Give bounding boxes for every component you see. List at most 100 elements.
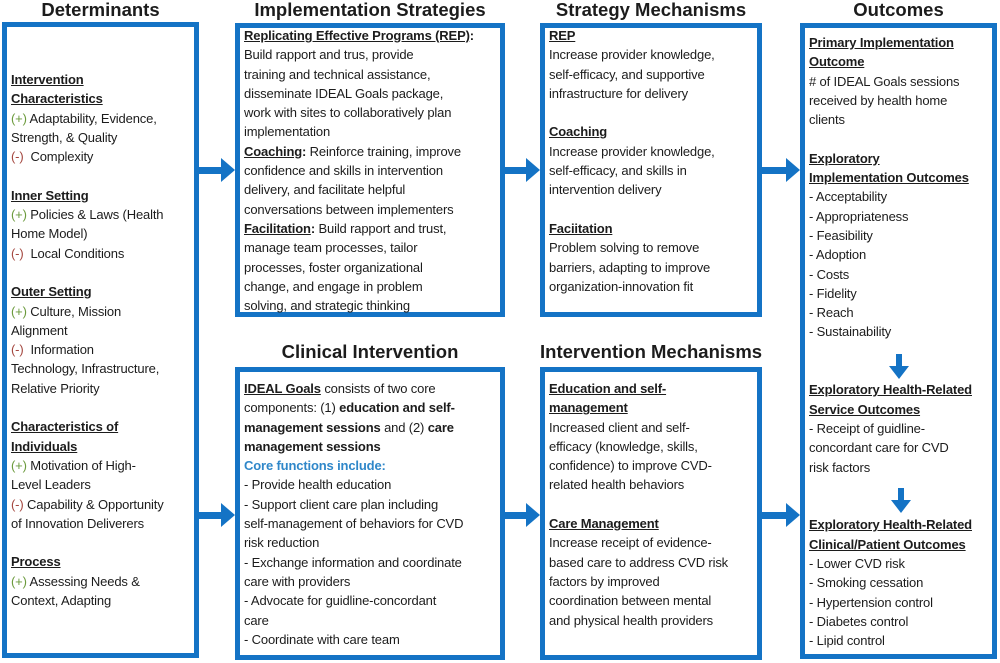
text-segment: organization-innovation fit <box>549 278 694 294</box>
blank-line <box>11 166 192 185</box>
text-line: work with sites to collaboratively plan <box>244 103 498 122</box>
section-heading: Coaching <box>549 124 608 140</box>
text-segment: barriers, adapting to improve <box>549 259 711 275</box>
text-line: self-management of behaviors for CVD <box>244 514 498 533</box>
text-line: self-efficacy, and skills in <box>549 161 755 180</box>
text-line: confidence and skills in intervention <box>244 161 498 180</box>
text-segment: - Fidelity <box>809 285 857 301</box>
text-segment: implementation <box>244 124 331 140</box>
text-line: training and technical assistance, <box>244 65 498 84</box>
text-segment: manage team processes, tailor <box>244 240 418 256</box>
text-line: Characteristics <box>11 89 192 108</box>
text-segment: received by health home <box>809 92 948 108</box>
section-heading: Coaching <box>244 143 303 159</box>
text-line: delivery, and facilitate helpful <box>244 180 498 199</box>
text-line: management sessions <box>244 437 498 456</box>
strategies-title: Implementation Strategies <box>254 0 486 20</box>
text-line: - Advocate for guidline-concordant <box>244 591 498 610</box>
strategies-text: Replicating Effective Programs (REP):Bui… <box>244 26 498 315</box>
text-line: - Smoking cessation <box>809 573 990 592</box>
text-segment: and physical health providers <box>549 612 714 628</box>
text-line: Strength, & Quality <box>11 128 192 147</box>
text-line: - Receipt of guidline- <box>809 419 990 438</box>
text-line: confidence) to improve CVD- <box>549 456 755 475</box>
positive-marker: (+) <box>11 573 27 589</box>
text-segment: Problem solving to remove <box>549 240 700 256</box>
blank-line <box>549 495 755 514</box>
text-segment: change, and engage in problem <box>244 278 423 294</box>
text-segment: consists of two core <box>320 381 436 396</box>
text-segment: components: (1) <box>244 400 340 416</box>
text-line: - Lower CVD risk <box>809 554 990 573</box>
text-line: Relative Priority <box>11 379 192 398</box>
text-line: coordination between mental <box>549 591 755 610</box>
text-line: (+) Assessing Needs & <box>11 572 192 591</box>
text-line: conversations between implementers <box>244 200 498 219</box>
text-segment: work with sites to collaboratively plan <box>244 105 452 121</box>
text-segment: self-efficacy, and skills in <box>549 163 687 179</box>
text-segment: disseminate IDEAL Goals package, <box>244 85 444 101</box>
text-line: (+) Culture, Mission <box>11 302 192 321</box>
text-line: Core functions include: <box>244 456 498 475</box>
section-heading: Exploratory Health-Related <box>809 517 972 533</box>
text-segment: self-management of behaviors for CVD <box>244 516 464 532</box>
text-line: Alignment <box>11 321 192 340</box>
text-line: (-) Local Conditions <box>11 244 192 263</box>
blank-line <box>549 200 755 219</box>
section-heading: Primary Implementation <box>809 35 954 50</box>
text-segment: efficacy (knowledge, skills, <box>549 438 698 454</box>
blank-line <box>11 533 192 552</box>
text-line: - Sustainability <box>809 322 990 341</box>
text-segment: - Acceptability <box>809 189 887 205</box>
text-segment: : <box>302 143 307 159</box>
text-segment: - Smoking cessation <box>809 575 924 591</box>
positive-marker: (+) <box>11 110 27 126</box>
text-line: - Adoption <box>809 245 990 264</box>
text-segment: care <box>427 419 454 435</box>
section-heading: management <box>549 400 628 416</box>
section-heading: Inner Setting <box>11 187 89 203</box>
text-segment: management sessions <box>244 419 381 435</box>
section-heading: IDEAL Goals <box>244 381 321 396</box>
text-line: REP <box>549 26 755 45</box>
text-line: care <box>244 611 498 630</box>
text-line: risk factors <box>809 458 990 477</box>
text-line: Coaching: Reinforce training, improve <box>244 142 498 161</box>
text-line: and physical health providers <box>549 611 755 630</box>
text-line: Inner Setting <box>11 186 192 205</box>
down-arrow-icon <box>889 354 909 380</box>
text-line: (-) Complexity <box>11 147 192 166</box>
section-heading: Exploratory Health-Related <box>809 382 972 398</box>
text-segment: Home Model) <box>11 226 88 242</box>
text-segment: delivery, and facilitate helpful <box>244 182 406 198</box>
text-segment: - Hypertension control <box>809 594 933 610</box>
strategy-mechanisms-text: REP Increase provider knowledge, self-effi… <box>549 26 755 296</box>
text-line: - Hypertension control <box>809 593 990 612</box>
text-line: (+) Adaptability, Evidence, <box>11 109 192 128</box>
text-line: Outer Setting <box>11 282 192 301</box>
section-heading: Education and self- <box>549 381 667 396</box>
negative-marker: (-) <box>11 149 24 165</box>
text-line: components: (1) education and self- <box>244 398 498 417</box>
text-line: barriers, adapting to improve <box>549 258 755 277</box>
positive-marker: (+) <box>11 303 27 319</box>
clinical-intervention-text: IDEAL Goals consists of two core componen… <box>244 379 498 649</box>
text-segment: Assessing Needs & <box>26 573 140 589</box>
text-segment: Increase provider knowledge, <box>549 143 715 159</box>
text-segment: - Lipid control <box>809 633 885 649</box>
text-line: - Costs <box>809 265 990 284</box>
section-heading: Implementation Outcomes <box>809 170 969 186</box>
text-segment: - Costs <box>809 266 850 282</box>
text-line: Exploratory Health-Related <box>809 515 990 534</box>
text-line: Exploratory Health-Related <box>809 380 990 399</box>
text-line: Exploratory <box>809 149 990 168</box>
text-segment: Motivation of High- <box>26 457 136 473</box>
core-functions-label: Core functions include: <box>244 458 386 474</box>
text-segment: - Diabetes control <box>809 613 909 629</box>
text-segment: Increase provider knowledge, <box>549 47 715 63</box>
section-heading: Facilitation <box>244 220 311 236</box>
text-line: self-efficacy, and supportive <box>549 65 755 84</box>
